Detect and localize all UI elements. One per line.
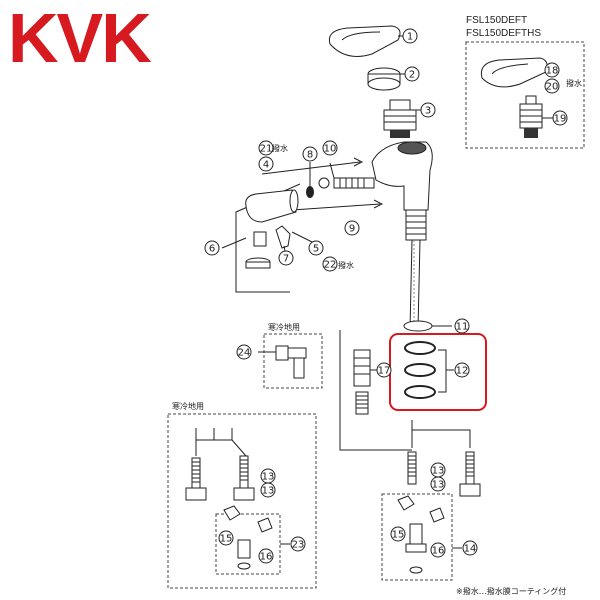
cold-region-box-2 [167, 413, 317, 589]
callout-circle [204, 240, 220, 256]
cold-region-label-1: 寒冷地用 [268, 322, 300, 332]
callout-number: 1 [407, 32, 413, 43]
footnote: ※撥水…撥水膜コーティング付 [456, 586, 566, 596]
callout-circle [552, 110, 568, 126]
faucet-body [371, 141, 433, 211]
supply-nut-left-b [233, 487, 255, 501]
drain-valve [275, 345, 289, 361]
callout-circle [258, 548, 274, 564]
callout-circle [430, 476, 446, 492]
ring-11 [403, 320, 433, 332]
inlet-connector [353, 349, 371, 387]
callout-number: 6 [209, 244, 215, 255]
callout-number: 15 [392, 530, 405, 541]
callout-number: 13 [262, 472, 275, 483]
callout-number: 7 [283, 254, 289, 265]
water-repellent-label-22: 撥水 [338, 260, 354, 270]
callout-number: 12 [456, 366, 469, 377]
callout-number: 11 [456, 322, 469, 333]
callout-number: 4 [263, 160, 269, 171]
shower-clip [275, 225, 291, 249]
supply-nut-left-a [185, 487, 207, 501]
callout-number: 24 [238, 348, 251, 359]
hose-connector [333, 177, 375, 189]
callout-circle [454, 318, 470, 334]
variant-lever-handle [480, 57, 548, 88]
callout-number: 21 [260, 144, 273, 155]
cold-region-label-2: 寒冷地用 [172, 401, 204, 411]
callout-circle [402, 28, 418, 44]
callout-circle [376, 362, 392, 378]
callout-number: 13 [432, 480, 445, 491]
callout-circle [322, 256, 338, 272]
shower-inner-part [253, 231, 267, 247]
callout-circle [420, 102, 436, 118]
callout-circle [544, 78, 560, 94]
callout-circle [390, 526, 406, 542]
callout-circle [302, 146, 318, 162]
callout-circle [454, 362, 470, 378]
o-ring [306, 186, 314, 198]
callout-number: 19 [554, 114, 567, 125]
callout-number: 5 [313, 244, 319, 255]
brand-logo: KVK [8, 0, 151, 77]
callout-circle [218, 530, 234, 546]
callout-number: 3 [425, 106, 431, 117]
callout-number: 13 [432, 466, 445, 477]
callout-number: 22 [324, 260, 337, 271]
callout-number: 10 [324, 144, 337, 155]
callout-number: 18 [546, 66, 559, 77]
callout-circle [278, 250, 294, 266]
callout-number: 16 [432, 546, 445, 557]
water-repellent-label-20: 撥水 [566, 78, 582, 88]
callout-number: 17 [378, 366, 391, 377]
callout-circle [258, 156, 274, 172]
callout-circle [308, 240, 324, 256]
callout-circle [236, 344, 252, 360]
callout-number: 15 [220, 534, 233, 545]
callout-circle [404, 66, 420, 82]
callout-circle [430, 542, 446, 558]
cold-region-box-1 [263, 333, 323, 389]
callout-circle [290, 536, 306, 552]
water-repellent-label-21: 撥水 [272, 143, 288, 153]
callout-circle [462, 540, 478, 556]
model-label-1: FSL150DEFT [466, 15, 527, 26]
callout-number: 13 [262, 486, 275, 497]
callout-number: 9 [349, 224, 355, 235]
highlight-box-part-12 [389, 333, 487, 411]
cartridge [383, 109, 417, 131]
callout-circle [260, 482, 276, 498]
supply-nut-right [459, 483, 481, 497]
callout-circle [322, 140, 338, 156]
model-label-2: FSL150DEFTHS [466, 28, 541, 39]
callout-circle [544, 62, 560, 78]
callout-number: 2 [409, 70, 415, 81]
shower-head [245, 189, 297, 223]
callout-number: 8 [307, 150, 313, 161]
callout-number: 16 [260, 552, 273, 563]
callout-circle [344, 220, 360, 236]
callout-number: 20 [546, 82, 559, 93]
callout-number: 23 [292, 540, 305, 551]
lever-handle [328, 25, 401, 57]
callout-circle [258, 140, 274, 156]
supply-group-box [381, 493, 453, 581]
callout-number: 14 [464, 544, 477, 555]
model-variant-box [465, 41, 585, 149]
